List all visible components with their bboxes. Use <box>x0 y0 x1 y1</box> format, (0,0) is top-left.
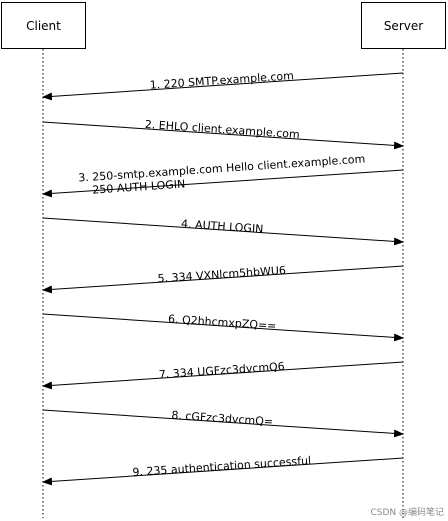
message-arrow-1 <box>42 72 404 101</box>
watermark-text: CSDN @编码笔记 <box>370 508 444 518</box>
message-label-6-line-1: 6. Q2hhcmxpZQ== <box>168 312 277 332</box>
message-arrow-2 <box>42 121 404 150</box>
message-label-2-line-1: 2. EHLO client.example.com <box>144 118 300 141</box>
message-label-2: 2. EHLO client.example.com <box>144 118 300 141</box>
message-arrow-3 <box>42 169 404 198</box>
message-arrow-4 <box>42 217 404 246</box>
message-arrow-5 <box>42 265 404 294</box>
message-arrow-7 <box>42 361 404 390</box>
message-label-9: 9. 235 authentication successful <box>132 454 311 479</box>
message-label-7: 7. 334 UGFzc3dvcmQ6 <box>158 360 285 381</box>
message-label-3-line-2: 250 AUTH LOGIN <box>92 177 186 196</box>
message-label-7-line-1: 7. 334 UGFzc3dvcmQ6 <box>158 360 285 381</box>
message-label-5: 5. 334 VXNlcm5hbWU6 <box>157 264 286 286</box>
server-actor-box: Server <box>361 2 446 49</box>
message-label-8: 8. cGFzc3dvcmQ= <box>171 409 273 429</box>
message-label-5-line-1: 5. 334 VXNlcm5hbWU6 <box>157 264 286 286</box>
message-label-3-line-1: 3. 250-smtp.example.com Hello client.exa… <box>78 152 366 184</box>
message-label-1-line-1: 1. 220 SMTP.example.com <box>149 69 294 92</box>
message-label-1: 1. 220 SMTP.example.com <box>149 69 294 92</box>
message-label-9-line-1: 9. 235 authentication successful <box>132 454 311 479</box>
message-label-8-line-1: 8. cGFzc3dvcmQ= <box>171 409 273 429</box>
client-actor-label: Client <box>26 18 61 33</box>
message-arrow-6 <box>42 313 404 342</box>
message-arrow-9 <box>42 457 404 486</box>
message-arrow-8 <box>42 409 404 438</box>
message-label-6: 6. Q2hhcmxpZQ== <box>168 312 277 332</box>
client-actor-box: Client <box>1 2 86 49</box>
message-label-4-line-1: 4. AUTH LOGIN <box>181 217 264 235</box>
message-label-4: 4. AUTH LOGIN <box>181 217 264 235</box>
server-actor-label: Server <box>383 18 424 33</box>
